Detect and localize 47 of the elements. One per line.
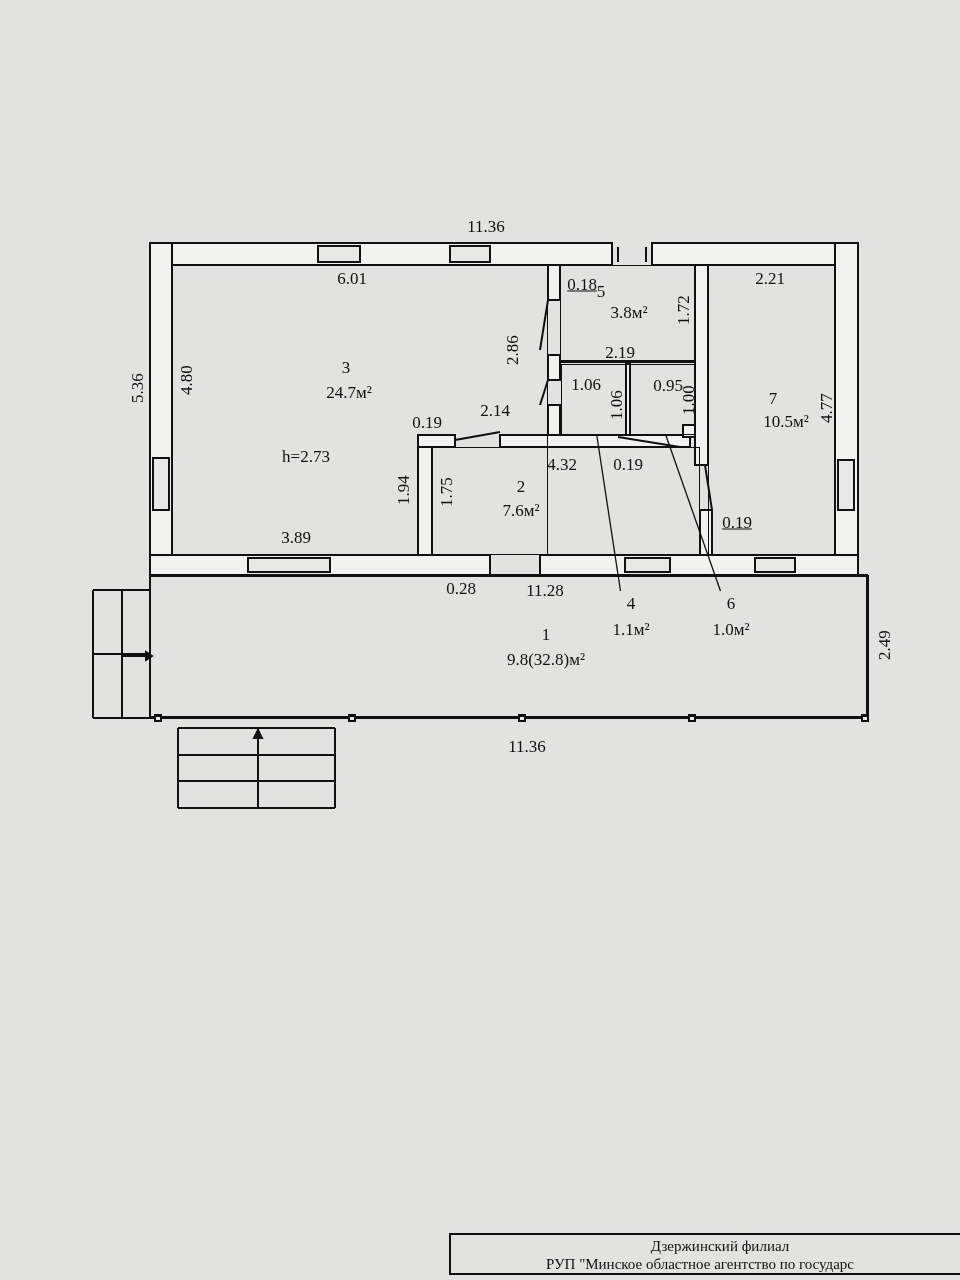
dimension-label: 6.01 (337, 269, 367, 287)
dimension-label: 5.36 (128, 373, 146, 403)
room-number: 7 (768, 389, 778, 407)
dimension-label: 4.77 (817, 393, 835, 423)
room-number: 5 (596, 282, 606, 300)
room-floor (150, 576, 867, 717)
dimension-label: 4.80 (177, 365, 195, 395)
room-area-label: 7.6м² (502, 501, 540, 519)
room-area-label: 24.7м² (326, 383, 372, 401)
dimension-label: 3.89 (281, 528, 311, 546)
dimension-label: 11.28 (526, 581, 564, 599)
leader-line (665, 434, 722, 592)
dimension-label: 4.32 (547, 455, 577, 473)
room-area-label: 9.8(32.8)м² (506, 650, 586, 668)
dimension-label: 0.19 (412, 413, 442, 431)
dimension-label: 0.19 (613, 455, 643, 473)
dimension-label: 11.36 (508, 737, 546, 755)
stamp-text: РУП "Минское областное агентство по государс (545, 1256, 855, 1272)
room-floor (560, 265, 695, 361)
room-floor (561, 364, 626, 435)
dimension-label: 0.18 (567, 275, 597, 293)
room-number: 2 (516, 477, 526, 495)
dimension-label: 1.75 (437, 477, 455, 507)
dimension-label: 1.06 (571, 375, 601, 393)
ceiling-height-label: h=2.73 (282, 447, 330, 465)
dimension-label: 2.86 (503, 335, 521, 365)
dimension-label: 2.21 (755, 269, 785, 287)
dimension-label: 0.19 (722, 513, 752, 531)
room-floor (630, 364, 695, 435)
stamp-text: Дзержинский филиал (650, 1238, 790, 1254)
dimension-label: 1.72 (674, 295, 692, 325)
dimension-label: 2.14 (480, 401, 510, 419)
room-number: 3 (341, 358, 351, 376)
room-number: 1 (541, 625, 551, 643)
dimension-label: 1.94 (394, 475, 412, 505)
dimension-label: 2.49 (875, 630, 893, 660)
dimension-label: 11.36 (467, 217, 505, 235)
room-number: 4 (626, 594, 636, 612)
dimension-label: 2.19 (605, 343, 635, 361)
room-number: 6 (726, 594, 736, 612)
room-area-label: 1.0м² (712, 620, 750, 638)
dimension-label: 0.28 (446, 579, 476, 597)
room-area-label: 3.8м² (610, 303, 648, 321)
leader-line (596, 434, 622, 592)
room-area-label: 10.5м² (763, 412, 809, 430)
room-area-label: 1.1м² (612, 620, 650, 638)
dimension-label: 1.06 (607, 390, 625, 420)
